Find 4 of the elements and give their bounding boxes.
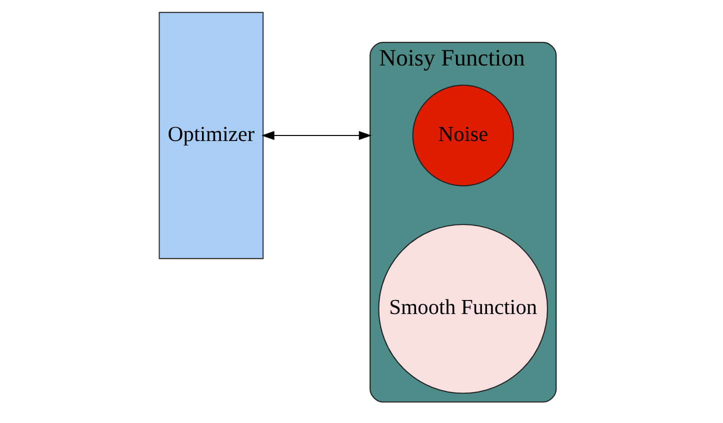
node-circle: Smooth Function [378,224,548,394]
node-box: Optimizer [158,12,264,260]
arrow [261,131,372,140]
node-circle: Noise [412,84,514,186]
